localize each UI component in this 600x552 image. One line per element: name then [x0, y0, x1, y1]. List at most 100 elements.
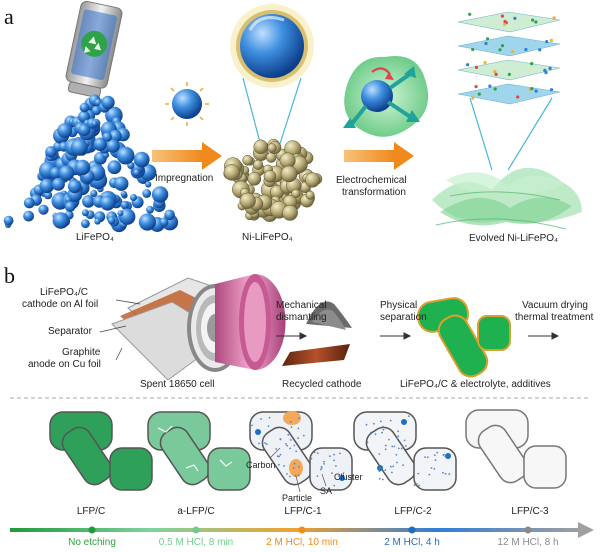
- single-atom-dot: [433, 454, 436, 456]
- coated-sphere-zoom: [230, 4, 314, 151]
- single-atom-dot: [286, 444, 288, 447]
- single-atom-dot: [384, 469, 387, 471]
- single-atom-dot: [333, 484, 336, 487]
- lattice-atom: [471, 96, 475, 100]
- lifepo4-particle: [145, 181, 152, 188]
- ni-lifepo4-particle: [267, 143, 277, 153]
- lattice-atom: [538, 48, 542, 52]
- single-atom-dot: [275, 448, 278, 450]
- single-atom-dot: [396, 461, 398, 464]
- lifepo4-particle: [64, 201, 76, 212]
- lifepo4-particle: [58, 165, 75, 181]
- lifepo4-particle: [79, 102, 90, 113]
- single-atom-dot: [297, 474, 300, 477]
- ni-lifepo4-particle: [305, 190, 315, 200]
- leader-cathode: [115, 299, 141, 305]
- single-atom-dot: [365, 423, 368, 426]
- ni-lifepo4-particle: [263, 170, 277, 183]
- single-atom-dot: [333, 453, 335, 456]
- sample-lfp-c: [49, 411, 153, 491]
- single-atom-dot: [293, 444, 296, 447]
- lifepo4-particle: [142, 189, 152, 198]
- lattice-atom: [516, 95, 520, 99]
- single-atom-dot: [378, 477, 381, 480]
- single-atom-dot: [401, 444, 404, 447]
- lifepo4-particle: [23, 210, 34, 222]
- annotation-carbon: Carbon: [246, 460, 276, 470]
- single-atom-dot: [405, 445, 407, 447]
- lifepo4-particle: [106, 139, 120, 153]
- annotation-sa: SA: [320, 486, 333, 496]
- lifepo4-particle: [133, 151, 150, 168]
- lattice-atom: [545, 40, 549, 44]
- lifepo4-particle: [116, 146, 135, 165]
- condition-5: 12 M HCl, 8 h: [497, 537, 559, 548]
- leader-sa: [321, 473, 327, 487]
- single-atom-dot: [288, 475, 291, 478]
- single-atom-dot: [402, 464, 404, 467]
- ni-lifepo4-particles: [223, 138, 323, 222]
- single-atom-dot: [397, 430, 399, 433]
- single-atom-dot: [444, 472, 447, 475]
- panel-a-illustration: [3, 0, 582, 233]
- ni-lifepo4-particle: [239, 192, 256, 209]
- lifepo4-particle: [82, 195, 95, 208]
- caption-lfp-electrolyte: LiFePO₄/C & electrolyte, additives: [400, 379, 551, 390]
- material-label-ni-lifepo4: Ni-LiFePO₄: [242, 232, 293, 243]
- single-atom-dot: [258, 442, 260, 445]
- single-atom-dot: [286, 473, 288, 475]
- lifepo4-particle: [133, 169, 141, 177]
- sample-lfp-c-1: [249, 411, 353, 491]
- lattice-atom: [477, 92, 481, 96]
- lifepo4-particle: [91, 120, 98, 127]
- lifepo4-particle: [38, 204, 49, 215]
- ni-lifepo4-particle: [253, 139, 268, 155]
- lattice-atom: [488, 84, 492, 88]
- lifepo4-particle: [49, 167, 62, 179]
- panel-a-letter: a: [4, 4, 14, 29]
- lifepo4-particle: [120, 200, 129, 210]
- label-vacuum-2: thermal treatment: [515, 312, 594, 323]
- material-label-lifepo4: LiFePO₄: [76, 232, 114, 243]
- single-atom-dot: [290, 426, 293, 429]
- lattice-atom: [483, 61, 487, 65]
- lifepo4-particle: [151, 186, 169, 203]
- lifepo4-particle: [90, 189, 98, 198]
- leader-particle: [295, 475, 301, 493]
- leader-separator: [99, 325, 127, 333]
- single-atom-dot: [382, 425, 384, 428]
- single-atom-dot: [323, 463, 325, 465]
- condition-3: 2 M HCl, 10 min: [266, 537, 338, 548]
- timeline-dot-2: [192, 526, 200, 534]
- label-physical-1: Physical: [380, 300, 418, 311]
- single-atom-dot: [384, 444, 387, 447]
- lattice-atom: [493, 87, 497, 91]
- single-atom-dot: [396, 437, 399, 440]
- single-atom-dot: [391, 471, 393, 474]
- lifepo4-particle: [146, 205, 154, 214]
- single-atom-dot: [392, 465, 395, 468]
- lattice-layer: [457, 59, 561, 81]
- single-atom-dot: [260, 418, 262, 420]
- single-atom-dot: [323, 460, 325, 463]
- lifepo4-particle: [93, 137, 107, 151]
- electrochemical-particle: [343, 55, 429, 137]
- single-atom-dot: [418, 484, 420, 487]
- single-atom-dot: [279, 438, 282, 440]
- lattice-layer: [457, 11, 561, 33]
- single-atom-dot: [417, 472, 420, 475]
- single-atom-dot: [290, 439, 292, 441]
- single-atom-dot: [366, 441, 369, 444]
- label-cathode-2: cathode on Al foil: [22, 299, 99, 310]
- timeline-arrow-head: [578, 522, 594, 538]
- single-atom-dot: [313, 451, 316, 454]
- single-atom-dot: [262, 438, 264, 441]
- lifepo4-particles: [3, 94, 179, 233]
- lifepo4-particle: [39, 178, 55, 194]
- lattice-atom: [548, 66, 552, 70]
- lattice-atom: [549, 38, 554, 43]
- single-atom-dot: [430, 467, 433, 469]
- timeline-dot-4: [408, 526, 416, 534]
- single-atom-dot: [379, 467, 381, 470]
- lattice-atom: [552, 16, 556, 20]
